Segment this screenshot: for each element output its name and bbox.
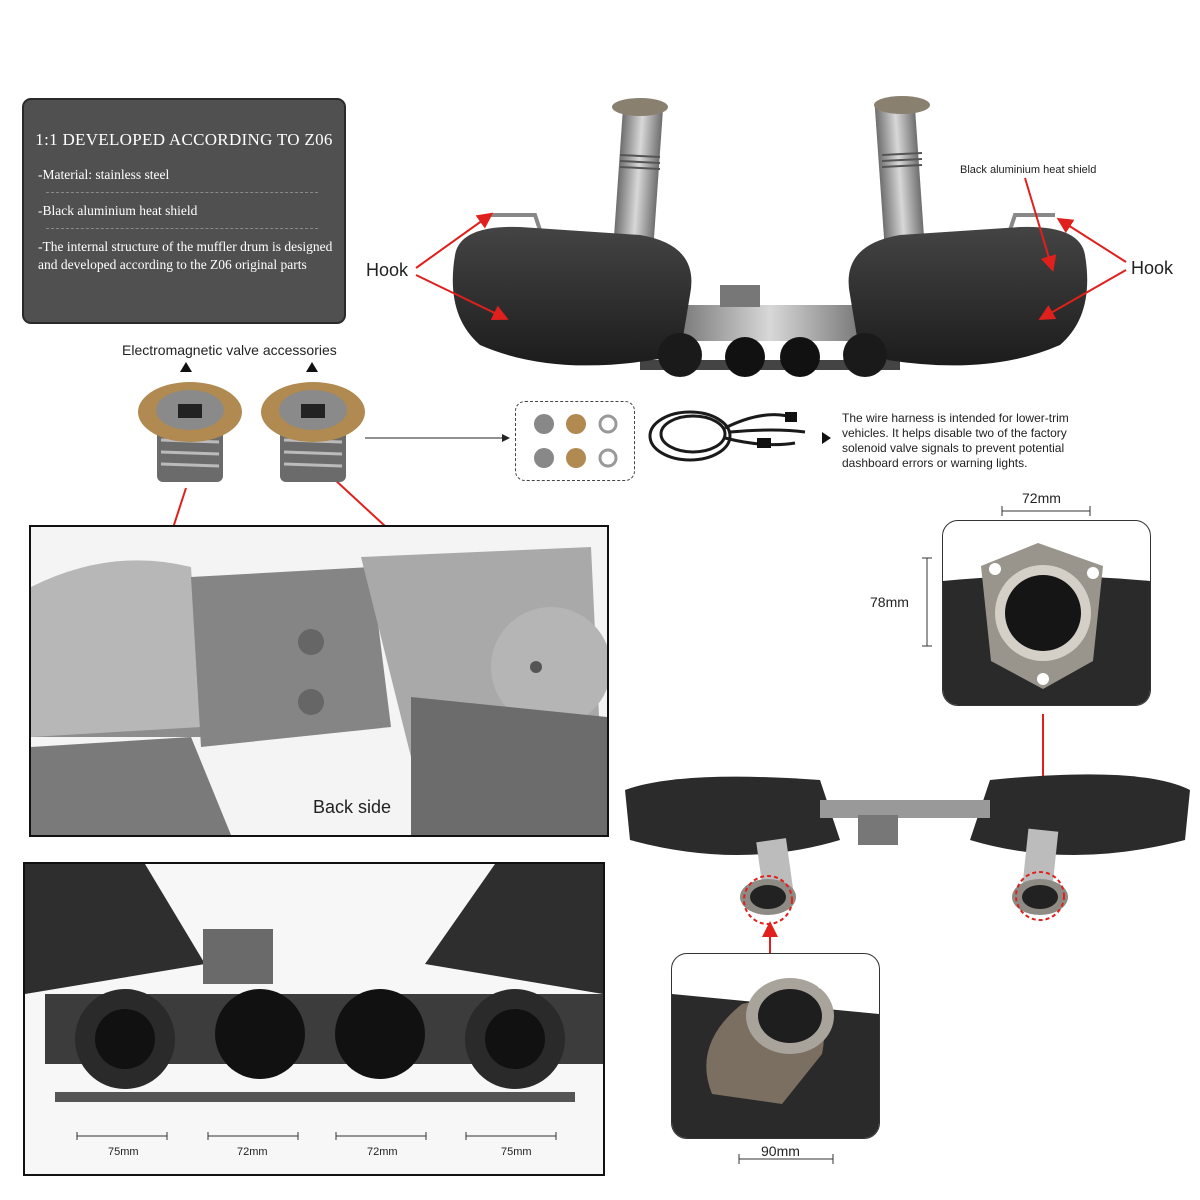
back-side-photo: Back side bbox=[29, 525, 609, 837]
accessory-kit-box bbox=[515, 401, 635, 481]
flange-width-label: 72mm bbox=[1022, 490, 1061, 506]
flange-detail-photo bbox=[942, 520, 1151, 706]
tip-dim-2: 72mm bbox=[237, 1146, 268, 1158]
back-side-label: Back side bbox=[313, 797, 392, 817]
exhaust-tips-photo: 75mm 72mm 72mm 75mm bbox=[23, 862, 605, 1176]
outlet-width-label: 90mm bbox=[761, 1143, 800, 1159]
tip-dim-4: 75mm bbox=[501, 1146, 532, 1158]
tip-dim-3: 72mm bbox=[367, 1146, 398, 1158]
spec-material: -Material: stainless steel bbox=[38, 167, 170, 182]
divider bbox=[46, 192, 318, 193]
valve-part-left bbox=[135, 380, 245, 485]
outlet-detail-photo bbox=[671, 953, 880, 1139]
harness-note: The wire harness is intended for lower-t… bbox=[842, 411, 1069, 470]
hook-label-right: Hook bbox=[1131, 258, 1174, 278]
divider bbox=[46, 228, 318, 229]
wire-harness-photo bbox=[645, 398, 815, 470]
exhaust-system-photo bbox=[440, 95, 1100, 390]
spec-internal: -The internal structure of the muffler d… bbox=[38, 239, 333, 272]
valve-part-right bbox=[258, 380, 368, 485]
underside-photo bbox=[620, 760, 1195, 925]
tip-dim-1: 75mm bbox=[108, 1146, 139, 1158]
spec-heat-shield: -Black aluminium heat shield bbox=[38, 203, 198, 218]
hook-label-left: Hook bbox=[366, 260, 409, 280]
valve-accessories-label: Electromagnetic valve accessories bbox=[122, 342, 337, 358]
outlet-width-line bbox=[738, 1154, 834, 1164]
heat-shield-label: Black aluminium heat shield bbox=[960, 164, 1097, 176]
flange-height-label: 78mm bbox=[870, 594, 909, 610]
flange-width-line bbox=[1001, 506, 1091, 516]
spec-card: 1:1 DEVELOPED ACCORDING TO Z06 -Material… bbox=[22, 98, 346, 324]
spec-title: 1:1 DEVELOPED ACCORDING TO Z06 bbox=[35, 130, 333, 149]
tip-dimension-lines bbox=[76, 1132, 557, 1140]
flange-height-line bbox=[922, 557, 932, 647]
